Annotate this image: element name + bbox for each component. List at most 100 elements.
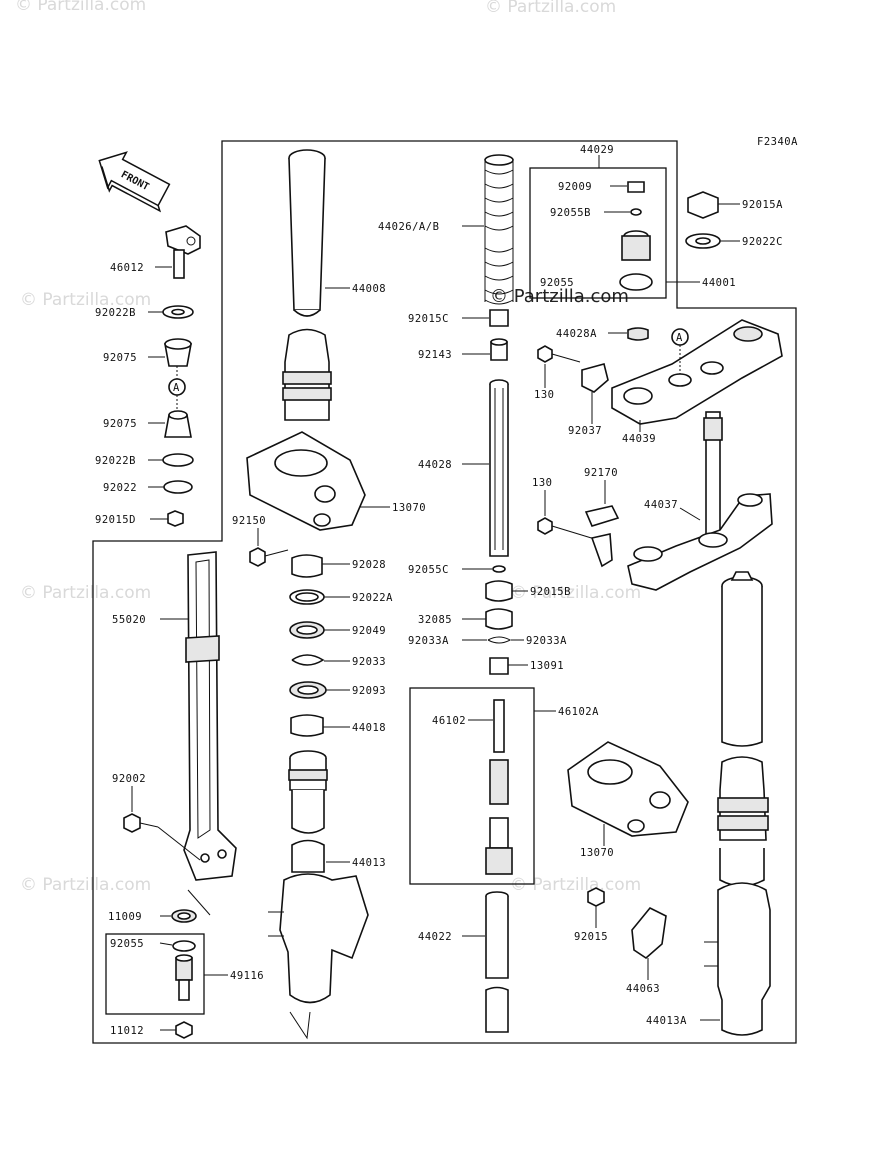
label-92002: 92002 <box>112 773 146 785</box>
label-92028: 92028 <box>352 559 386 571</box>
label-92015: 92015 <box>574 931 608 943</box>
bolt-92150 <box>249 547 289 567</box>
label-44039: 44039 <box>622 433 656 445</box>
label-44022: 44022 <box>418 931 452 943</box>
label-92015A: 92015A <box>742 199 783 211</box>
bushing-92075-bottom <box>164 410 192 438</box>
label-92009: 92009 <box>558 181 592 193</box>
watermark: © Partzilla.com <box>490 286 629 307</box>
label-44037: 44037 <box>644 499 678 511</box>
ring-92033A <box>487 636 512 644</box>
label-13070: 13070 <box>580 847 614 859</box>
watermark: © Partzilla.com <box>15 0 146 15</box>
bracket-92170 <box>584 505 620 527</box>
o-ring-92055B <box>630 208 642 216</box>
label-92022B: 92022B <box>95 455 136 467</box>
nut-92015A <box>687 191 719 219</box>
fork-clamp-13070-right <box>567 741 689 837</box>
fork-guard-55020 <box>183 551 237 881</box>
label-130: 130 <box>534 389 554 401</box>
clamp-44063 <box>631 906 667 960</box>
bolt-92002 <box>123 813 201 861</box>
label-92150: 92150 <box>232 515 266 527</box>
label-92075: 92075 <box>103 418 137 430</box>
label-49116: 49116 <box>230 970 264 982</box>
bolt-11012 <box>175 1021 193 1039</box>
bolt-13091 <box>489 657 509 675</box>
label-11009: 11009 <box>108 911 142 923</box>
label-44028: 44028 <box>418 459 452 471</box>
label-130: 130 <box>532 477 552 489</box>
watermarks: © Partzilla.com © Partzilla.com © Partzi… <box>15 0 641 895</box>
tube-44022 <box>485 891 509 1033</box>
label-92015C: 92015C <box>408 313 449 325</box>
cartridge-46102 <box>485 699 513 875</box>
o-ring-92055 <box>172 940 196 952</box>
lower-triple-clamp-44037 <box>627 411 773 591</box>
watermark: © Partzilla.com <box>20 875 151 895</box>
label-44029: 44029 <box>580 144 614 156</box>
label-92015B: 92015B <box>530 586 571 598</box>
ref-label-A: A <box>173 382 180 394</box>
label-44026: 44026/A/B <box>378 221 439 233</box>
label-92055B: 92055B <box>550 207 591 219</box>
bushing-92075-top <box>164 338 192 367</box>
label-92143: 92143 <box>418 349 452 361</box>
label-44013A: 44013A <box>646 1015 687 1027</box>
screw-92009 <box>627 181 645 193</box>
label-46102: 46102 <box>432 715 466 727</box>
fork-seal-stack <box>289 554 327 737</box>
front-arrow-icon: FRONT <box>98 151 171 213</box>
label-55020: 55020 <box>112 614 146 626</box>
label-44001: 44001 <box>702 277 736 289</box>
bolt-130-upper <box>537 345 581 363</box>
label-92022A: 92022A <box>352 592 393 604</box>
piston-32085 <box>485 608 513 630</box>
label-92033: 92033 <box>352 656 386 668</box>
label-44063: 44063 <box>626 983 660 995</box>
washer-92022 <box>163 480 193 494</box>
label-92049: 92049 <box>352 625 386 637</box>
label-92055C: 92055C <box>408 564 449 576</box>
label-44013: 44013 <box>352 857 386 869</box>
label-9205x: 92055 <box>540 277 574 289</box>
watermark: © Partzilla.com <box>485 0 616 17</box>
bracket-lower <box>590 533 613 568</box>
label-44018: 44018 <box>352 722 386 734</box>
o-ring-9205x <box>619 273 653 291</box>
upper-triple-clamp-44039: A <box>611 319 783 425</box>
bolt-130-lower <box>537 517 599 541</box>
seal-leaders <box>322 563 350 728</box>
nut-92015C <box>489 309 509 327</box>
watermark: © Partzilla.com <box>510 583 641 603</box>
bushing-44028A <box>627 327 649 341</box>
label-92037: 92037 <box>568 425 602 437</box>
label-13070: 13070 <box>392 502 426 514</box>
label-92033A: 92033A <box>526 635 567 647</box>
watermark: © Partzilla.com <box>20 290 151 310</box>
label-44028A: 44028A <box>556 328 597 340</box>
label-44008: 44008 <box>352 283 386 295</box>
nut-92015 <box>587 887 605 907</box>
o-ring-92055C <box>492 565 506 573</box>
label-92075: 92075 <box>103 352 137 364</box>
watermark: © Partzilla.com <box>20 583 151 603</box>
inner-tube-44008 <box>282 149 332 421</box>
bracket-92037 <box>581 363 609 393</box>
label-92055: 92055 <box>110 938 144 950</box>
label-13091: 13091 <box>530 660 564 672</box>
label-11012: 11012 <box>110 1025 144 1037</box>
ref-label-A: A <box>676 332 683 344</box>
nut-92015D <box>167 510 184 527</box>
label-92022: 92022 <box>103 482 137 494</box>
washer-92022B-2 <box>162 453 194 467</box>
washer-92022B-hole <box>171 308 185 316</box>
label-46102A: 46102A <box>558 706 599 718</box>
valve-box-49116 <box>105 933 205 1015</box>
right-fork-tube <box>704 571 771 1036</box>
diagram-code: F2340A <box>757 136 798 148</box>
label-46012: 46012 <box>110 262 144 274</box>
label-92015D: 92015D <box>95 514 136 526</box>
